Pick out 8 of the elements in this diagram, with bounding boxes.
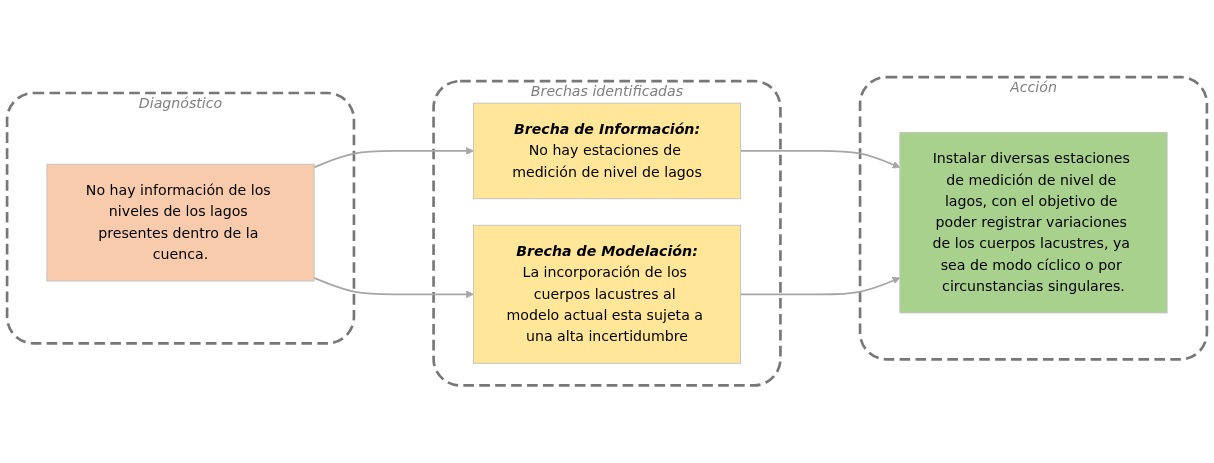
arrow <box>313 277 474 299</box>
node-box: Instalar diversas estaciones de medición de nivel de lagos, con el objetivo de poder registrar variaciones de los cuerpos lacustres, ya sea de modo cíclico o por circunstancias singulares. <box>899 132 1168 314</box>
arrow <box>739 277 901 296</box>
node-box: No hay información de los niveles de los lagos presentes dentro de la cuenca. <box>46 164 315 282</box>
arrow <box>739 150 901 169</box>
node-box: Brecha de Información: No hay estaciones de medición de nivel de lagos <box>472 102 742 200</box>
arrow <box>313 147 474 169</box>
node-box: Brecha de Modelación: La incorporación de los cuerpos lacustres al modelo actual esta sujeta a una alta incertidumbre <box>472 225 742 364</box>
